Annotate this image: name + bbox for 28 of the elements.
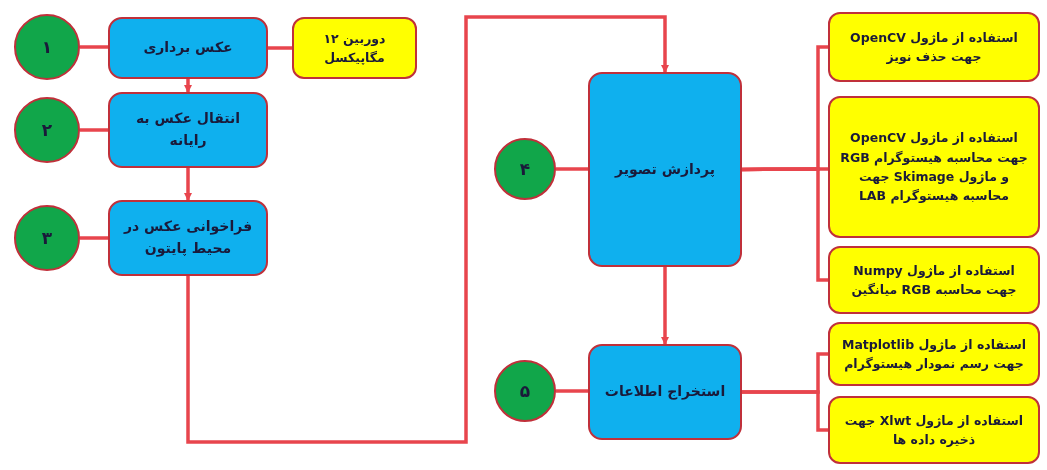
note-box: دوربین ۱۲ مگاپیکسل (292, 17, 417, 79)
connector-line (80, 236, 108, 240)
connector-line (556, 167, 588, 171)
note-box: استفاده از ماژول Xlwt جهت ذخیره داده ها (828, 396, 1040, 464)
arrow (184, 79, 192, 93)
note-box: استفاده از ماژول Matplotlib جهت رسم نمودار هیستوگرام (828, 322, 1040, 386)
step-circle: ۳ (14, 205, 80, 271)
connector-line (80, 128, 108, 132)
process-box: فراخوانی عکس در محیط پایتون (108, 200, 268, 276)
step-circle: ۱ (14, 14, 80, 80)
step-circle: ۲ (14, 97, 80, 163)
step-circle: ۵ (494, 360, 556, 422)
process-box: استخراج اطلاعات (588, 344, 742, 440)
connector-line (80, 45, 108, 49)
process-box: عکس برداری (108, 17, 268, 79)
note-box: استفاده از ماژول OpenCV جهت حذف نویز (828, 12, 1040, 82)
arrow (186, 15, 669, 444)
arrow (661, 267, 669, 345)
arrow (184, 168, 192, 201)
connector-line (556, 389, 588, 393)
process-box: پردازش تصویر (588, 72, 742, 267)
process-box: انتقال عکس به رایانه (108, 92, 268, 168)
step-circle: ۴ (494, 138, 556, 200)
connector-line (742, 167, 828, 282)
connector-line (742, 390, 828, 432)
connector-line (268, 46, 292, 50)
note-box: استفاده از ماژول Numpy جهت محاسبه RGB میانگین (828, 246, 1040, 314)
note-box: استفاده از ماژول OpenCV جهت محاسبه هیستوگرام RGB و ماژول Skimage جهت محاسبه هیستوگرام LAB (828, 96, 1040, 238)
